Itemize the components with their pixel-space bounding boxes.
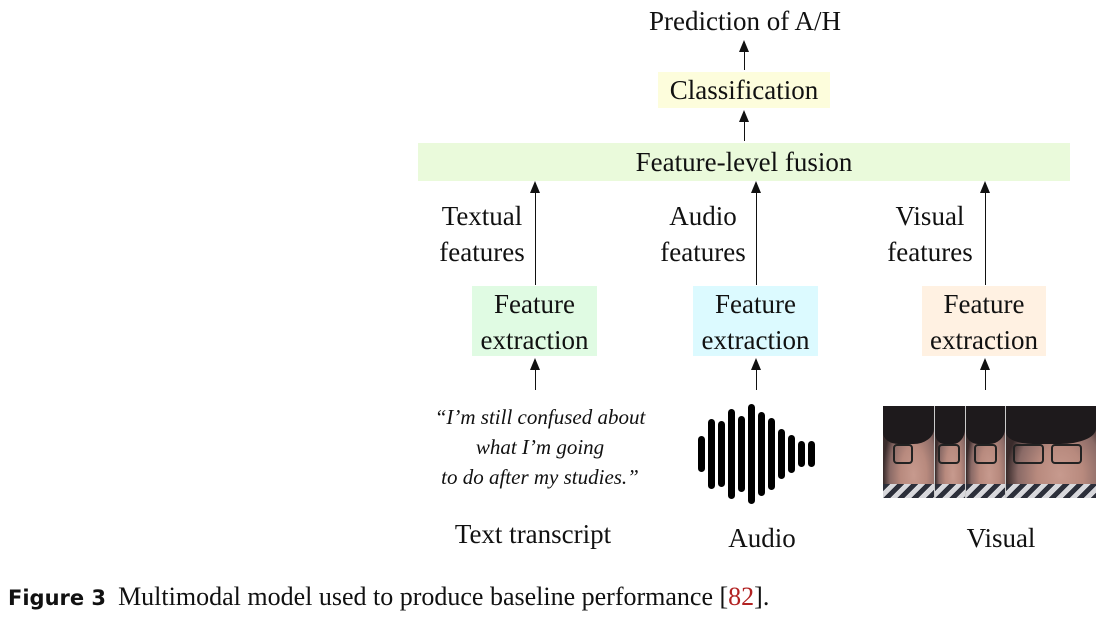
audio-label: Audio xyxy=(728,523,796,553)
visual-face-frames xyxy=(883,406,1096,498)
waveform-bar xyxy=(708,419,715,489)
waveform-bar xyxy=(768,418,775,490)
arrow-up-icon xyxy=(530,181,540,285)
arrow-up-icon xyxy=(530,358,540,390)
waveform-bar xyxy=(808,441,815,467)
arrow-up-icon xyxy=(751,358,761,390)
face-frame xyxy=(1006,406,1096,498)
face-frame xyxy=(883,406,936,498)
waveform-bar xyxy=(698,436,705,472)
arrow-up-icon xyxy=(739,110,749,141)
fusion-box: Feature-level fusion xyxy=(418,143,1070,181)
arrow-up-icon xyxy=(980,358,990,390)
arrow-up-icon xyxy=(751,181,761,285)
citation-link[interactable]: 82 xyxy=(728,582,755,611)
caption-end: ]. xyxy=(754,582,770,611)
classification-box: Classification xyxy=(658,72,830,108)
waveform-bar xyxy=(798,441,805,467)
audio-waveform-icon xyxy=(698,404,816,504)
waveform-bar xyxy=(758,412,765,496)
face-frame xyxy=(965,406,1007,498)
waveform-bar xyxy=(738,416,745,492)
waveform-bar xyxy=(718,421,725,487)
waveform-bar xyxy=(788,435,795,473)
figure-caption: Figure 3 Multimodal model used to produce… xyxy=(8,582,769,612)
output-label: Prediction of A/H xyxy=(649,6,841,36)
waveform-bar xyxy=(728,409,735,499)
waveform-bar xyxy=(778,429,785,479)
waveform-bar xyxy=(748,404,755,504)
visual-label: Visual xyxy=(966,523,1036,553)
figure-number: Figure 3 xyxy=(8,586,107,610)
caption-text: Multimodal model used to produce baselin… xyxy=(118,582,729,611)
text-transcript-label: Text transcript xyxy=(454,519,612,549)
arrow-up-icon xyxy=(739,40,749,70)
arrow-up-icon xyxy=(980,181,990,285)
face-frame xyxy=(935,406,966,498)
